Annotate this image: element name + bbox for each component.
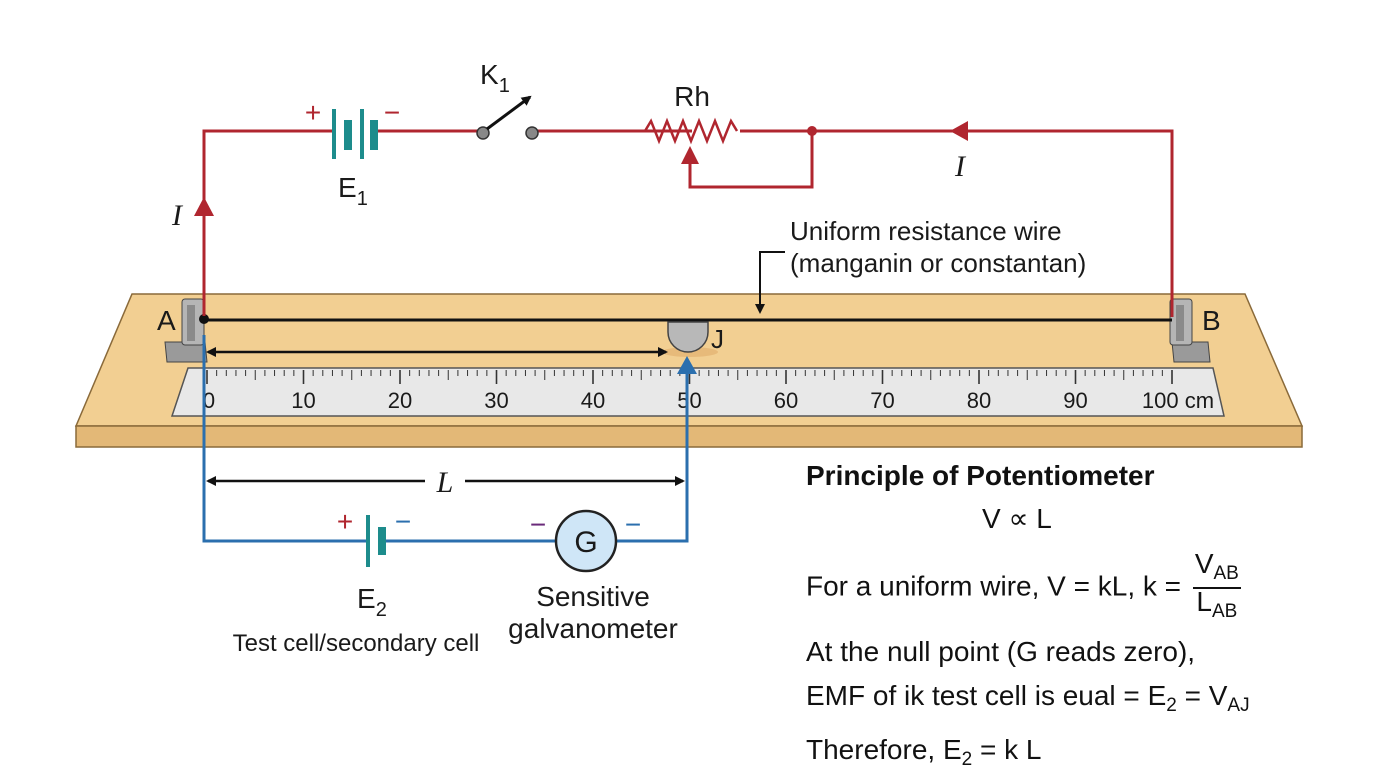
rheostat-junction xyxy=(807,126,817,136)
key-k1[interactable] xyxy=(476,95,539,140)
scale-label: 80 xyxy=(967,388,991,413)
e2-label: E2 xyxy=(357,583,387,621)
scale-labels: 0 10 20 30 40 50 60 70 80 90 100 cm xyxy=(203,388,1214,413)
wire-label-pointer xyxy=(755,251,785,314)
jockey-label: J xyxy=(711,324,724,354)
therefore-text: Therefore, E2 = k L xyxy=(806,734,1042,770)
galv-minus-left: − xyxy=(530,509,546,540)
galv-label-line2: galvanometer xyxy=(508,613,678,644)
scale-label: 90 xyxy=(1063,388,1087,413)
test-cell-label: Test cell/secondary cell xyxy=(233,630,480,657)
e1-plus: + xyxy=(305,97,321,128)
scale-label: 40 xyxy=(581,388,605,413)
galv-minus-right: − xyxy=(625,509,641,540)
scale-label: 30 xyxy=(484,388,508,413)
secondary-circuit xyxy=(202,335,689,543)
scale-label: 60 xyxy=(774,388,798,413)
cell-e1 xyxy=(332,109,378,159)
proportionality-formula: V ∝ L xyxy=(982,503,1052,534)
uniform-wire-formula: For a uniform wire, V = kL, k = VAB LAB xyxy=(806,548,1366,625)
galvanometer-symbol: G xyxy=(574,526,597,559)
jockey[interactable] xyxy=(662,321,718,357)
current-label-left: I xyxy=(171,199,184,232)
e1-label: E1 xyxy=(338,172,368,210)
terminal-b xyxy=(1169,298,1211,363)
scale-label: 100 cm xyxy=(1142,388,1214,413)
e2-plus: + xyxy=(337,506,353,537)
null-point-text: At the null point (G reads zero), xyxy=(806,636,1196,667)
scale-label: 10 xyxy=(291,388,315,413)
galv-label-line1: Sensitive xyxy=(536,581,650,612)
principle-title: Principle of Potentiometer xyxy=(806,460,1155,491)
terminal-a xyxy=(164,298,208,363)
cell-e2 xyxy=(366,515,386,567)
scale-label: 0 xyxy=(203,388,215,413)
galvanometer xyxy=(554,509,618,573)
current-arrow-left xyxy=(194,197,214,216)
length-label: L xyxy=(436,466,454,499)
principle-panel: Principle of Potentiometer V ∝ L For a u… xyxy=(806,460,1366,777)
rheostat-slider-arrow xyxy=(681,146,699,164)
scale-label: 70 xyxy=(870,388,894,413)
scale-label: 20 xyxy=(388,388,412,413)
k-fraction: VAB LAB xyxy=(1192,548,1241,622)
e1-minus: − xyxy=(384,97,400,128)
rheostat-label: Rh xyxy=(674,81,710,112)
e2-minus: − xyxy=(395,506,411,537)
end-b-label: B xyxy=(1202,305,1221,336)
jockey-connection-arrow xyxy=(677,356,697,374)
wire-label-line1: Uniform resistance wire xyxy=(790,216,1062,246)
primary-circuit xyxy=(202,117,1174,317)
wire-label-line2: (manganin or constantan) xyxy=(790,248,1086,278)
meter-scale: 0 10 20 30 40 50 60 70 80 90 100 cm xyxy=(170,367,1225,417)
k1-label: K1 xyxy=(480,59,510,97)
current-arrow-right xyxy=(950,121,968,141)
end-a-label: A xyxy=(157,305,176,336)
scale-label: 50 xyxy=(677,388,701,413)
emf-text: EMF of ik test cell is eual = E2 = VAJ xyxy=(806,680,1250,716)
current-label-right: I xyxy=(954,150,967,183)
scale-ticks xyxy=(206,370,1173,384)
junction-a xyxy=(199,314,209,324)
